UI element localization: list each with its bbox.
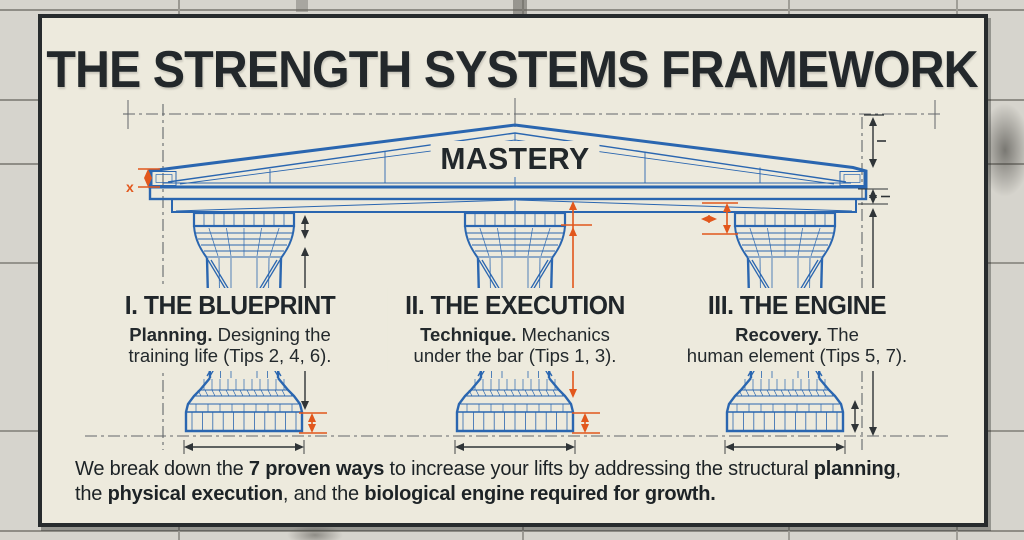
pillar-desc-blueprint-line2: training life (Tips 2, 4, 6).: [128, 345, 332, 367]
pillar-desc-engine-line2: human element (Tips 5, 7).: [686, 345, 908, 367]
footer-summary: We break down the 7 proven ways to incre…: [75, 457, 901, 507]
pillar-heading-blueprint: I. THE BLUEPRINT: [124, 290, 336, 320]
pediment-label-mastery: MASTERY: [430, 141, 600, 177]
pillar-desc-execution-line2: under the bar (Tips 1, 3).: [413, 345, 617, 367]
pillar-desc-execution-line1: Technique. Mechanics: [420, 324, 610, 345]
pillar-desc-engine-line1: Recovery. The: [735, 324, 859, 345]
pillar-desc-blueprint-line1: Planning. Designing the: [129, 324, 331, 345]
footer-line-2: the physical execution, and the biologic…: [75, 482, 716, 505]
pillar-heading-engine: III. THE ENGINE: [707, 290, 887, 320]
page-title: THE STRENGTH SYSTEMS FRAMEWORK: [46, 41, 978, 99]
pillar-label-execution: II. THE EXECUTION Technique. Mechanics u…: [387, 288, 643, 371]
framework-card: [38, 14, 988, 527]
svg-text:x: x: [126, 179, 134, 195]
pillar-label-blueprint: I. THE BLUEPRINT Planning. Designing the…: [107, 288, 353, 371]
pillar-label-engine: III. THE ENGINE Recovery. The human elem…: [674, 288, 920, 371]
footer-line-1: We break down the 7 proven ways to incre…: [75, 458, 901, 480]
pillar-heading-execution: II. THE EXECUTION: [405, 290, 625, 320]
